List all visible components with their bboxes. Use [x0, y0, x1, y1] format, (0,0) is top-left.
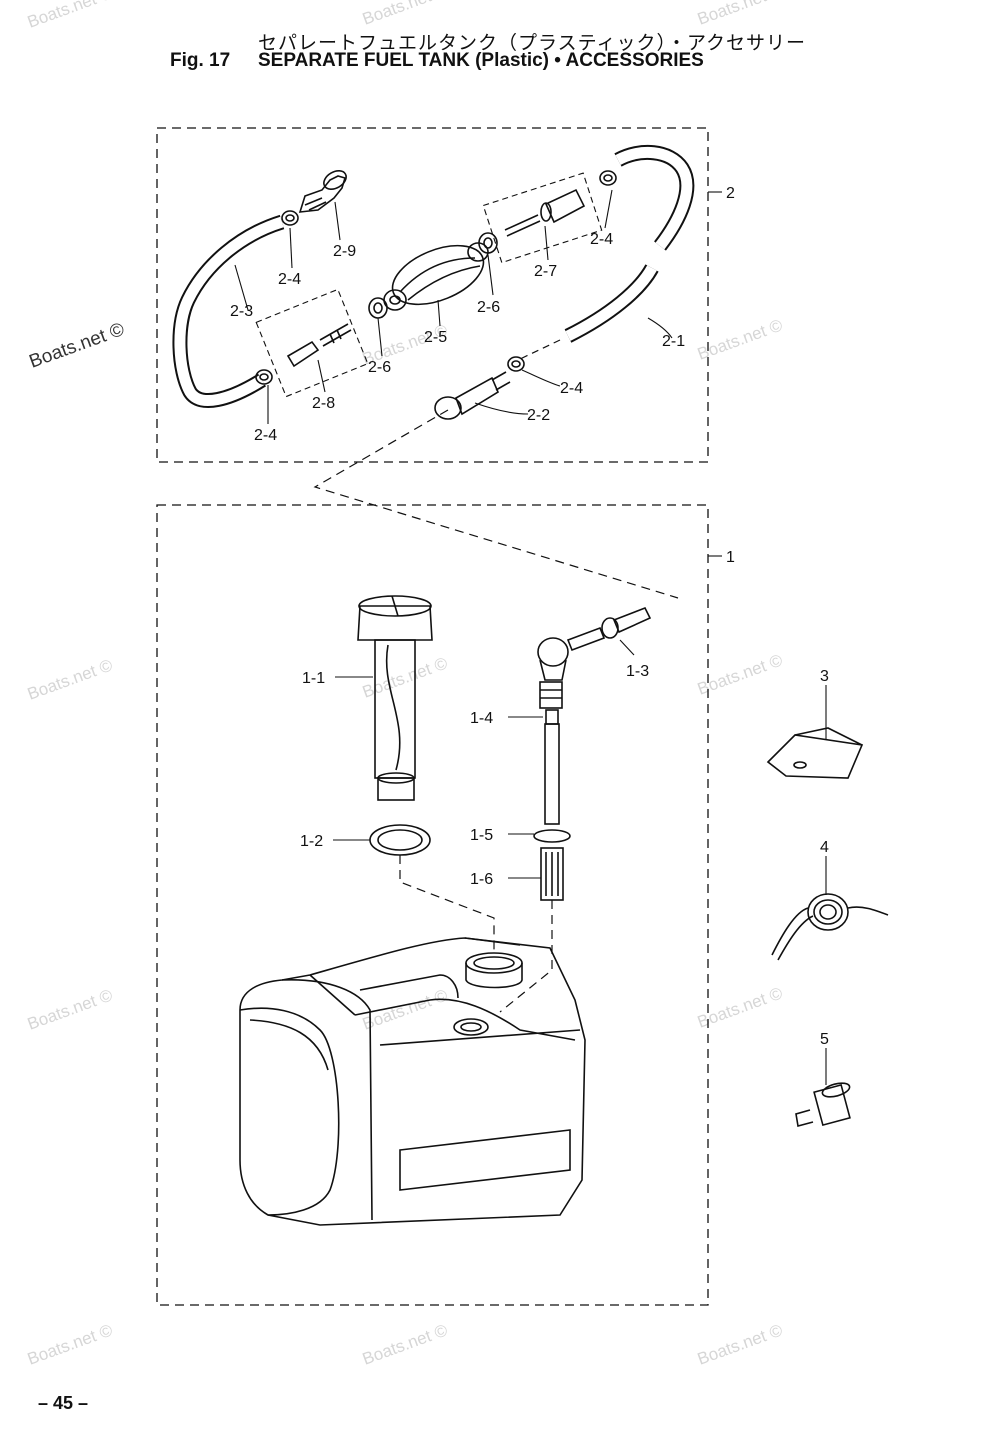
tank-fitting — [566, 606, 652, 652]
part-label: 1-6 — [470, 871, 493, 888]
part-label: 1-1 — [302, 670, 325, 687]
accessory-coil — [771, 893, 889, 961]
pickup-to-tank-link — [499, 900, 553, 1013]
tank-assembly-frame — [156, 504, 709, 1306]
watermarks: Boats.net © Boats.net © Boats.net © Boat… — [25, 0, 786, 1369]
accessory-plug — [795, 1082, 851, 1127]
part-label: 1-2 — [300, 833, 323, 850]
hose-clamp — [507, 356, 525, 372]
valve-body — [504, 188, 586, 237]
valve-box — [482, 172, 603, 264]
primer-bulb — [383, 242, 489, 311]
watermark: Boats.net © — [360, 0, 451, 29]
leader-lines — [234, 189, 827, 1085]
watermark: Boats.net © — [695, 315, 786, 363]
part-label: 2-4 — [590, 231, 613, 248]
hose-clamp — [255, 369, 273, 385]
watermark: Boats.net © — [25, 985, 116, 1033]
hose-top-right-inner — [615, 146, 693, 250]
watermark: Boats.net © — [360, 985, 451, 1033]
part-label: 2-9 — [333, 243, 356, 260]
gauge-seal-ring — [369, 824, 431, 856]
part-label: 1 — [726, 549, 735, 566]
part-label: 2-1 — [662, 333, 685, 350]
check-valve-ring — [368, 297, 388, 319]
part-label: 2-4 — [278, 271, 301, 288]
tank-assembly-group — [156, 504, 709, 1306]
hose-assembly-frame — [156, 127, 709, 463]
part-label: 2 — [726, 185, 735, 202]
part-label: 3 — [820, 668, 829, 685]
watermark: Boats.net © — [25, 655, 116, 703]
part-label: 2-3 — [230, 303, 253, 320]
part-label: 4 — [820, 839, 829, 856]
check-valve-ring — [478, 232, 498, 254]
hose-left-inner — [174, 216, 284, 406]
part-label: 2-6 — [368, 359, 391, 376]
tank-connector — [434, 371, 511, 420]
pickup-o-ring — [533, 829, 571, 843]
part-label: 1-3 — [626, 663, 649, 680]
watermark: Boats.net © — [695, 0, 786, 29]
accessories-group — [766, 727, 889, 1127]
part-label: 2-2 — [527, 407, 550, 424]
watermark: Boats.net © — [25, 1320, 116, 1368]
fuel-tank-body — [239, 937, 586, 1226]
connection-link — [313, 409, 679, 599]
part-label: 2-7 — [534, 263, 557, 280]
hose-clamp — [599, 170, 617, 186]
part-label: 5 — [820, 1031, 829, 1048]
watermark: Boats.net © — [695, 1320, 786, 1368]
title-japanese: セパレートフュエルタンク（プラスティック）・アクセサリー — [258, 32, 807, 54]
fuel-pickup-elbow — [537, 637, 569, 825]
hose-right-inner — [565, 265, 657, 341]
watermark: Boats.net © — [360, 653, 451, 701]
accessory-pad — [766, 727, 864, 779]
part-labels: 2 2-1 2-2 2-3 2-4 2-4 2-4 2-4 2-5 2-6 2-… — [230, 185, 829, 1048]
figure-number: Fig. 17 — [170, 50, 231, 71]
part-label: 2-8 — [312, 395, 335, 412]
valve-box — [255, 288, 369, 398]
part-label: 1-4 — [470, 710, 493, 727]
fuel-gauge — [357, 595, 433, 801]
hose-assembly-group — [156, 127, 709, 599]
hose-right-link — [517, 339, 561, 361]
part-label: 2-6 — [477, 299, 500, 316]
figure-title: SEPARATE FUEL TANK (Plastic) • ACCESSORI… — [258, 50, 704, 71]
watermark: Boats.net © — [360, 1320, 451, 1368]
hose-clamp — [281, 210, 299, 226]
watermark: Boats.net © — [27, 319, 128, 373]
part-label: 1-5 — [470, 827, 493, 844]
valve-body — [286, 323, 352, 368]
title-english: Fig. 17 SEPARATE FUEL TANK (Plastic) • AC… — [170, 50, 704, 72]
pickup-filter — [540, 847, 564, 901]
part-label: 2-4 — [560, 380, 583, 397]
gauge-to-tank-link — [399, 855, 495, 952]
part-label: 2-5 — [424, 329, 447, 346]
part-label: 2-4 — [254, 427, 277, 444]
watermark: Boats.net © — [25, 0, 116, 32]
page-number: – 45 – — [38, 1393, 89, 1413]
engine-connector — [298, 170, 347, 213]
